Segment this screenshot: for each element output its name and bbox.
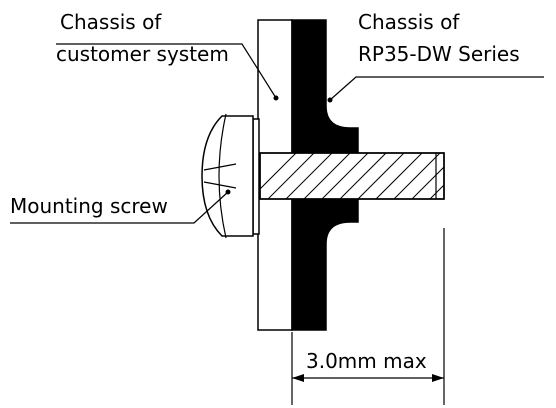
hatch-line — [466, 153, 512, 199]
dimension-arrow-right — [432, 374, 444, 382]
hatch-line — [303, 153, 351, 199]
hatch-line — [357, 153, 405, 199]
screw-head-edge — [218, 113, 227, 239]
hatch-line — [393, 153, 441, 199]
hatch-line — [411, 166, 444, 199]
hatch-line — [375, 153, 423, 199]
hatch-line — [448, 153, 494, 199]
hatch-line — [339, 153, 387, 199]
screw-shaft-outline — [259, 152, 445, 200]
label-customer-chassis-line1: Chassis of — [60, 10, 162, 34]
screw-slot-upper — [203, 163, 237, 171]
label-dimension: 3.0mm max — [306, 349, 427, 373]
leader-dot-customer — [273, 95, 279, 101]
hatch-line — [429, 184, 444, 199]
leader-rp35-chassis — [329, 76, 544, 101]
leader-dot-rp35 — [327, 97, 333, 103]
label-rp35-chassis-line1: Chassis of — [358, 10, 460, 34]
leader-screw — [10, 191, 229, 224]
dimension-arrow-left — [292, 374, 304, 382]
label-mounting-screw: Mounting screw — [10, 194, 168, 218]
leader-dot-screw — [225, 189, 231, 195]
washer — [252, 118, 260, 235]
shaft-hatching — [260, 153, 512, 199]
label-customer-chassis-line2: customer system — [56, 42, 229, 66]
hatch-line — [267, 153, 315, 199]
hatch-line — [285, 153, 333, 199]
label-rp35-chassis-line2: RP35-DW Series — [358, 42, 520, 66]
leader-customer-chassis — [56, 43, 277, 99]
screw-head — [201, 115, 254, 237]
screw-slot-lower — [203, 181, 237, 189]
hatch-line — [321, 153, 369, 199]
hatch-line — [260, 153, 297, 190]
